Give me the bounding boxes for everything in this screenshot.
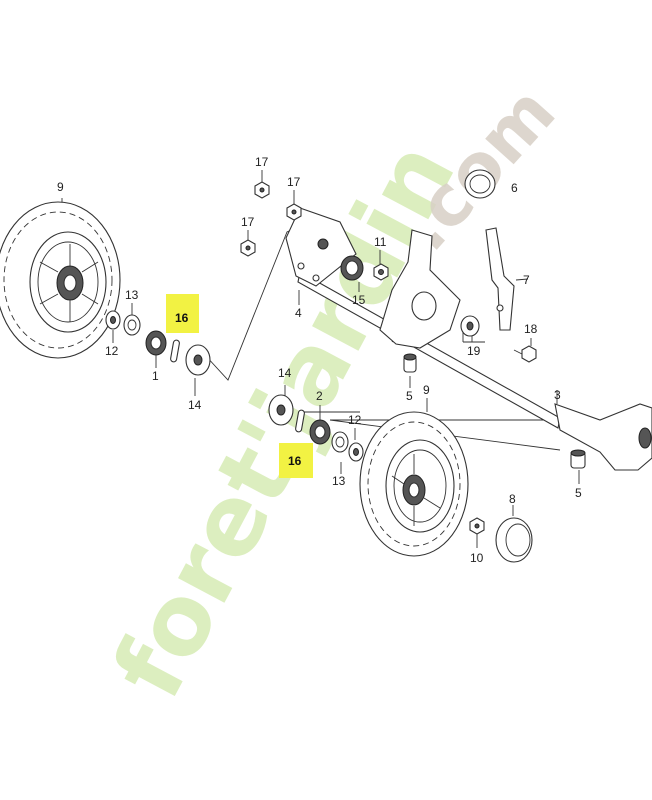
callout-14-left: 14 — [188, 398, 202, 412]
callout-12-right: 12 — [348, 413, 362, 427]
washer-part-14-left — [185, 344, 211, 376]
callout-5-lower: 5 — [575, 486, 582, 500]
axle-bar — [297, 271, 652, 471]
bushing-part-5-lower — [570, 449, 586, 469]
callout-13-right: 13 — [332, 474, 346, 488]
callout-4: 4 — [295, 306, 302, 320]
washer-part-19 — [460, 315, 480, 337]
lever-arm — [485, 227, 515, 331]
callout-13-left: 13 — [125, 288, 139, 302]
callout-14-right: 14 — [278, 366, 292, 380]
wheel-left — [0, 201, 121, 359]
bolt-part-17-a — [254, 181, 270, 199]
callout-2: 2 — [316, 389, 323, 403]
center-bracket — [379, 229, 461, 349]
callout-labels: 9 17 17 17 11 6 7 13 16 12 1 14 4 15 19 … — [57, 155, 582, 565]
callout-9-left: 9 — [57, 180, 64, 194]
washer-part-12-right — [348, 442, 364, 462]
callout-17-low: 17 — [241, 215, 255, 229]
spacer-part-13-right — [331, 431, 349, 453]
bolt-part-17-c — [240, 239, 256, 257]
bracket-plate — [285, 207, 357, 287]
spacer-part-13-left — [123, 314, 141, 336]
callout-12-left: 12 — [105, 344, 119, 358]
callout-8: 8 — [509, 492, 516, 506]
bushing-part-5-upper — [403, 353, 417, 373]
washer-part-12-left — [105, 310, 121, 330]
callout-6: 6 — [511, 181, 518, 195]
callout-17-mid: 17 — [287, 175, 301, 189]
gear-part-2 — [309, 419, 331, 445]
callout-15: 15 — [352, 293, 366, 307]
callout-17-top: 17 — [255, 155, 269, 169]
hub-cap-part-8 — [495, 517, 533, 563]
bolt-part-17-b — [286, 203, 302, 221]
highlight-box-16-upper — [166, 294, 199, 333]
cap-part-6 — [464, 169, 496, 199]
callout-16-upper: 16 — [175, 311, 189, 325]
callout-1: 1 — [152, 369, 159, 383]
pin-part-16-right — [295, 409, 305, 433]
pin-part-16-left — [170, 339, 180, 363]
wheel-right — [359, 411, 469, 557]
callout-10: 10 — [470, 551, 484, 565]
callout-9-right: 9 — [423, 383, 430, 397]
highlight-box-16-lower — [279, 443, 313, 478]
callout-7: 7 — [523, 273, 530, 287]
callout-19: 19 — [467, 344, 481, 358]
callout-16-lower: 16 — [288, 454, 302, 468]
gear-part-1 — [145, 330, 167, 356]
callout-5-upper: 5 — [406, 389, 413, 403]
bolt-part-10 — [469, 517, 485, 535]
callout-3: 3 — [554, 388, 561, 402]
callout-18: 18 — [524, 322, 538, 336]
callout-11: 11 — [374, 235, 387, 249]
bolt-part-18 — [513, 345, 537, 363]
nut-part-11 — [373, 263, 389, 281]
washer-part-14-right — [268, 394, 294, 426]
bearing-part-15 — [340, 255, 364, 281]
